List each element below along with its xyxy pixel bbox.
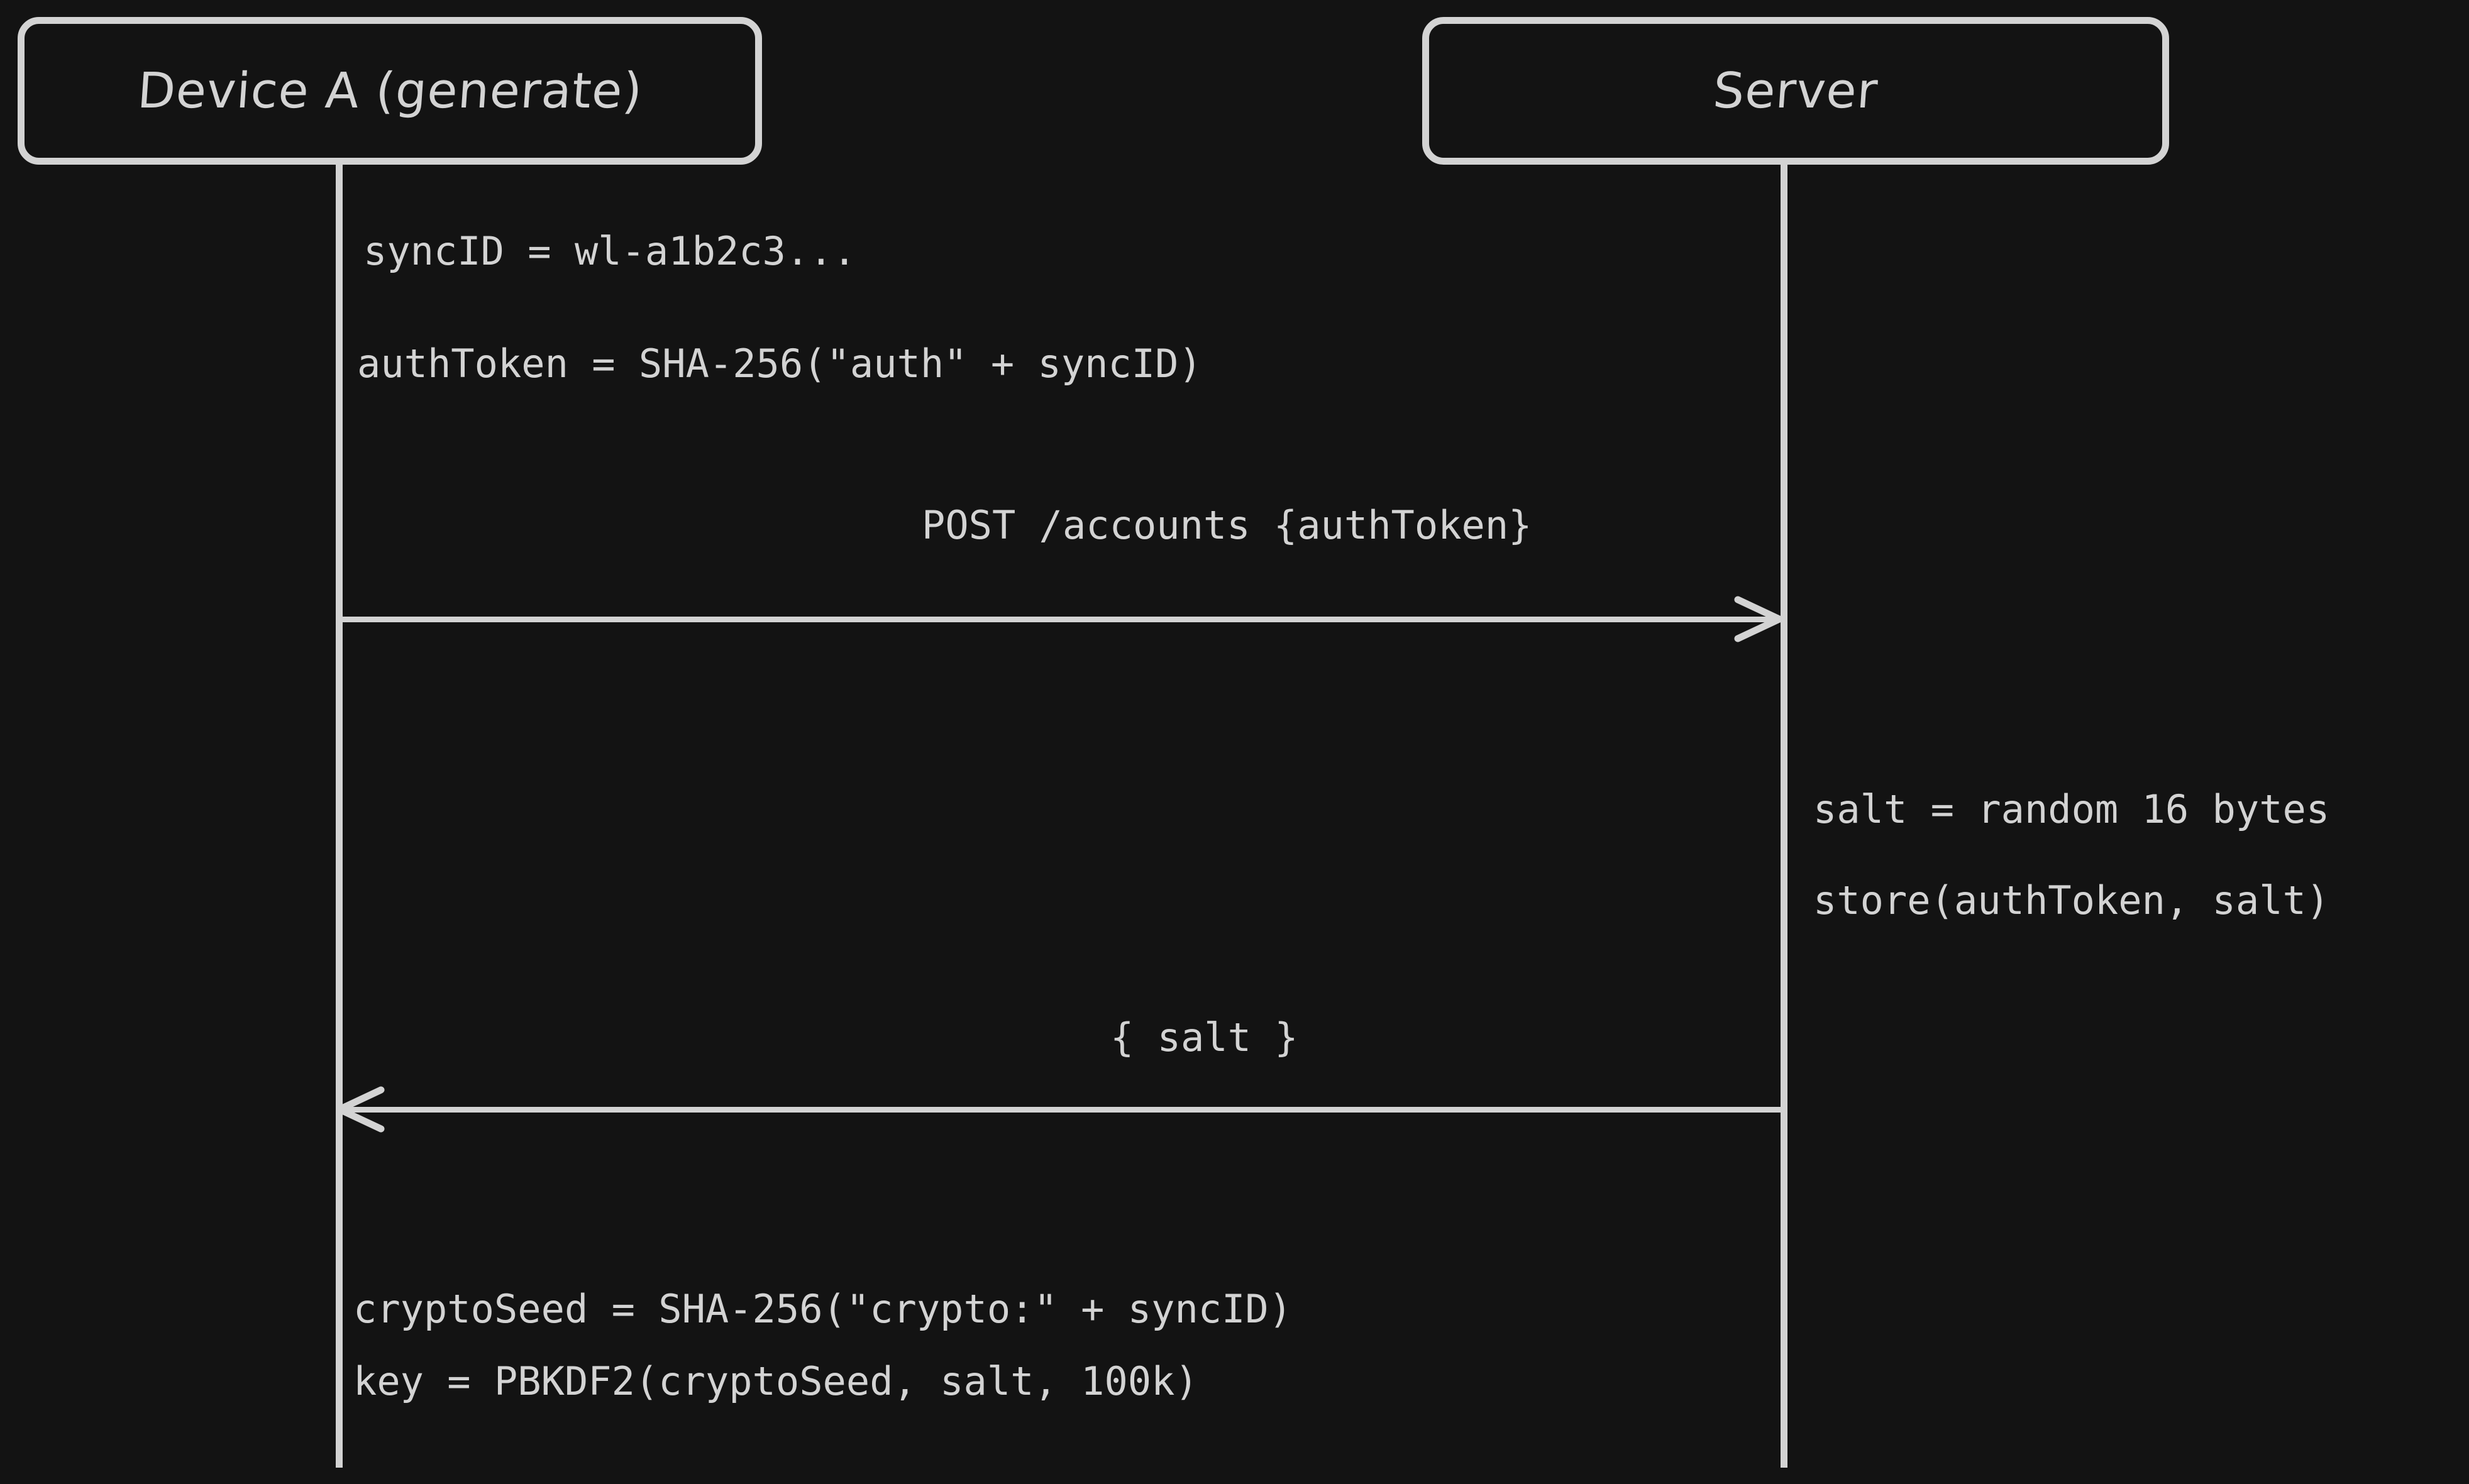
note-salt: salt = random 16 bytes [1813,786,2330,832]
participant-box-server[interactable]: Server [1422,17,2169,165]
lifeline-device-a [336,165,343,1468]
message-line-salt-response[interactable] [340,1107,1781,1113]
note-authtoken: authToken = SHA-256("auth" + syncID) [357,341,1202,387]
message-label-post-accounts: POST /accounts {authToken} [922,502,1532,548]
lifeline-server [1781,165,1787,1468]
note-cryptoseed: cryptoSeed = SHA-256("crypto:" + syncID) [353,1286,1293,1332]
note-key: key = PBKDF2(cryptoSeed, salt, 100k) [353,1358,1198,1404]
note-syncid: syncID = wl-a1b2c3... [363,228,856,274]
arrowhead-right-post-accounts [1734,596,1781,642]
participant-label-server: Server [1711,62,1881,119]
participant-label-device-a: Device A (generate) [135,62,644,119]
note-store: store(authToken, salt) [1813,877,2330,923]
message-line-post-accounts[interactable] [340,617,1781,622]
message-label-salt-response: { salt } [1110,1014,1298,1060]
arrowhead-left-salt-response [338,1086,385,1133]
participant-box-device-a[interactable]: Device A (generate) [18,17,762,165]
